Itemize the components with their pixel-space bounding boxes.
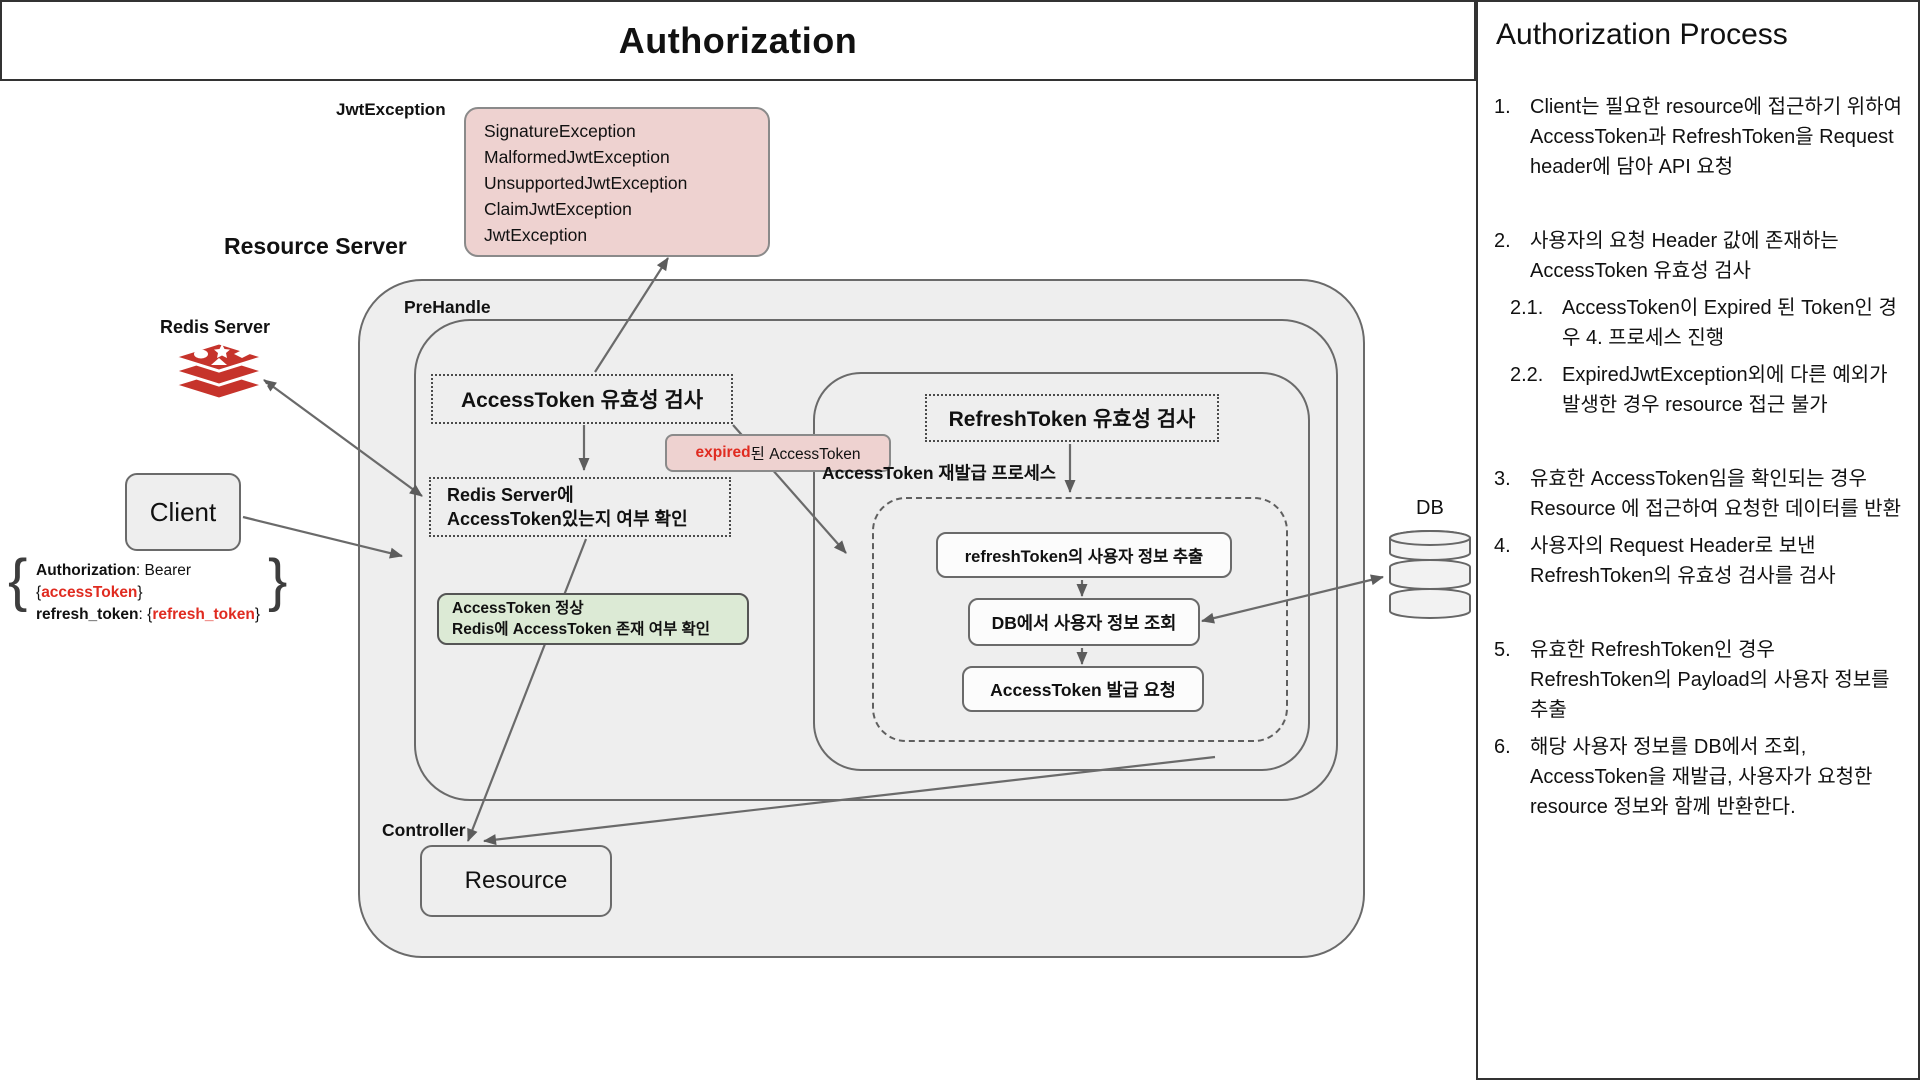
- exception-line: MalformedJwtException: [484, 147, 670, 167]
- database-cylinder-icon: [1389, 530, 1471, 619]
- step-text: 유효한 RefreshToken인 경우 RefreshToken의 Paylo…: [1530, 639, 1890, 721]
- close-brace: }: [268, 548, 288, 613]
- process-step: 3. 유효한 AccessToken임을 확인되는 경우 Resource 에 접…: [1494, 464, 1908, 524]
- access-token-ok-box: AccessToken 정상 Redis에 AccessToken 존재 여부 …: [437, 593, 749, 645]
- step-number: 2.1.: [1510, 297, 1544, 319]
- process-step: 6. 해당 사용자 정보를 DB에서 조회, AccessToken을 재발급, …: [1494, 732, 1908, 822]
- process-sidebar: Authorization Process 1. Client는 필요한 reso…: [1476, 0, 1920, 1080]
- prehandle-container: [414, 319, 1338, 801]
- step-number: 2.: [1494, 230, 1511, 252]
- exception-line: ClaimJwtException: [484, 199, 632, 219]
- db-label: DB: [1416, 497, 1444, 519]
- step-text: 해당 사용자 정보를 DB에서 조회, AccessToken을 재발급, 사용…: [1530, 736, 1873, 818]
- redis-icon: [170, 341, 268, 401]
- step-number: 3.: [1494, 468, 1511, 490]
- step-number: 4.: [1494, 535, 1511, 557]
- title-bar: Authorization: [0, 0, 1476, 81]
- step-number: 6.: [1494, 736, 1511, 758]
- reissue-subcontainer: [813, 372, 1310, 771]
- process-step: 2.1. AccessToken이 Expired 된 Token인 경우 4. …: [1510, 293, 1908, 353]
- request-header-block: Authorization: Bearer {accessToken} refr…: [36, 560, 268, 626]
- process-step: 1. Client는 필요한 resource에 접근하기 위하여 AccessT…: [1494, 92, 1908, 182]
- step-text: AccessToken이 Expired 된 Token인 경우 4. 프로세스…: [1562, 297, 1897, 349]
- sidebar-heading: Authorization Process: [1496, 18, 1788, 51]
- step-number: 1.: [1494, 96, 1511, 118]
- reissue-process-label: AccessToken 재발급 프로세스: [822, 463, 1056, 483]
- resource-box: Resource: [420, 845, 612, 917]
- step-text: ExpiredJwtException외에 다른 예외가 발생한 경우 reso…: [1562, 364, 1888, 416]
- exception-line: UnsupportedJwtException: [484, 173, 688, 193]
- process-steps-list: 1. Client는 필요한 resource에 접근하기 위하여 AccessT…: [1494, 92, 1908, 822]
- step-text: 사용자의 요청 Header 값에 존재하는 AccessToken 유효성 검…: [1530, 230, 1839, 282]
- step-text: 사용자의 Request Header로 보낸 RefreshToken의 유효…: [1530, 535, 1836, 587]
- resource-server-label: Resource Server: [224, 233, 407, 259]
- step-text: Client는 필요한 resource에 접근하기 위하여 AccessTok…: [1530, 96, 1902, 178]
- process-step: 2.2. ExpiredJwtException외에 다른 예외가 발생한 경우 …: [1510, 360, 1908, 420]
- prehandle-label: PreHandle: [404, 297, 491, 317]
- refresh-token-check-box: RefreshToken 유효성 검사: [925, 394, 1219, 442]
- process-step: 2. 사용자의 요청 Header 값에 존재하는 AccessToken 유효성…: [1494, 226, 1908, 286]
- refresh-token-header-line: refresh_token: {refresh_token}: [36, 606, 261, 623]
- open-brace: {: [8, 548, 28, 613]
- extract-user-info-box: refreshToken의 사용자 정보 추출: [936, 532, 1232, 578]
- redis-check-box: Redis Server에 AccessToken있는지 여부 확인: [429, 477, 731, 537]
- redis-server-label: Redis Server: [160, 317, 271, 337]
- page-title: Authorization: [618, 19, 858, 61]
- resource-label: Resource: [464, 867, 568, 894]
- process-step: 5. 유효한 RefreshToken인 경우 RefreshToken의 Pay…: [1494, 635, 1908, 725]
- exception-line: JwtException: [484, 225, 588, 245]
- authorization-header-line: Authorization: Bearer {accessToken}: [36, 562, 192, 601]
- issue-access-token-box: AccessToken 발급 요청: [962, 666, 1204, 712]
- step-text: 유효한 AccessToken임을 확인되는 경우 Resource 에 접근하…: [1530, 468, 1901, 520]
- access-token-check-box: AccessToken 유효성 검사: [431, 374, 733, 424]
- expired-access-token-box: expired 된 AccessToken: [665, 434, 891, 472]
- exception-line: SignatureException: [484, 121, 636, 141]
- process-step: 4. 사용자의 Request Header로 보낸 RefreshToken의 …: [1494, 531, 1908, 591]
- client-box: Client: [125, 473, 241, 551]
- client-label: Client: [149, 496, 217, 527]
- step-number: 2.2.: [1510, 364, 1544, 386]
- controller-label: Controller: [382, 820, 466, 840]
- jwt-exception-label: JwtException: [336, 100, 446, 119]
- step-number: 5.: [1494, 639, 1511, 661]
- db-lookup-box: DB에서 사용자 정보 조회: [968, 598, 1200, 646]
